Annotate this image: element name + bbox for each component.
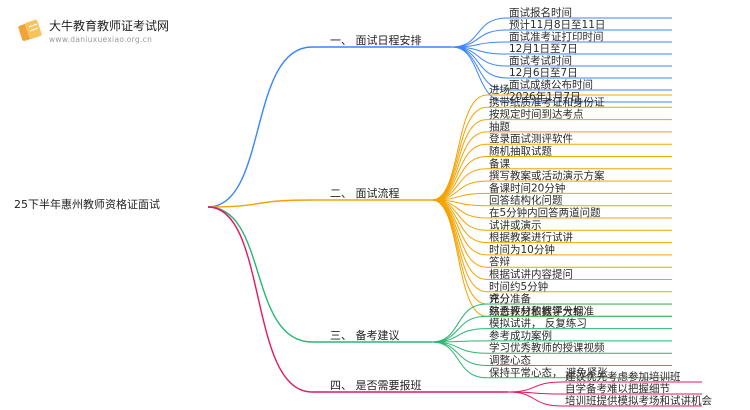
- leaf-label: 自学备考难以把握细节: [565, 382, 670, 395]
- branch-label: 二、 面试流程: [330, 186, 400, 200]
- leaf-connector: [431, 106, 488, 201]
- leaf-label: 调整心态: [489, 354, 531, 367]
- branch-connector: [207, 199, 313, 208]
- leaf-label: 根据教案进行试讲: [489, 231, 573, 244]
- leaf-connector: [431, 199, 488, 231]
- leaf-label: 学习优秀教师的授课视频: [489, 341, 605, 354]
- leaf-connector: [431, 199, 488, 256]
- leaf-label: 面试准考证打印时间: [509, 30, 604, 43]
- leaf-connector: [451, 46, 508, 103]
- leaf-connector: [431, 341, 488, 354]
- leaf-label: 备课时间20分钟: [489, 181, 565, 194]
- leaf-label: 在5分钟内回答两道问题: [489, 206, 601, 219]
- leaf-label: 评分: [489, 293, 510, 305]
- branch-connector: [207, 206, 313, 393]
- branch-connector: [207, 206, 313, 343]
- leaf-label: 预计11月8日至11日: [509, 18, 605, 31]
- leaf-label: 面试成绩公布时间: [509, 78, 593, 91]
- leaf-label: 时间约5分钟: [489, 280, 548, 293]
- leaf-label: 回答结构化问题: [489, 194, 563, 207]
- leaf-label: 面试考试时间: [509, 54, 572, 67]
- leaf-label: 试讲或演示: [489, 218, 542, 231]
- connector-lines: [207, 17, 702, 407]
- leaf-label: 熟悉教材和教学大纲: [489, 304, 584, 317]
- branch-label: 四、 是否需要报班: [330, 378, 422, 392]
- leaf-label: 根据试讲内容提问: [489, 268, 573, 281]
- leaf-connector: [431, 341, 488, 379]
- leaf-connector: [431, 199, 488, 317]
- logo-title: 大牛教育教师证考试网: [49, 18, 169, 33]
- leaf-label: 2026年1月7日: [509, 90, 581, 103]
- branch-connector: [207, 46, 313, 208]
- leaf-connector: [431, 143, 488, 201]
- book-logo-icon: [18, 19, 42, 41]
- leaf-label: 充分准备: [489, 292, 531, 305]
- leaf-label: 登录面试测评软件: [489, 132, 573, 145]
- leaf-label: 培训班提供模拟考场和试讲机会: [565, 394, 712, 407]
- leaf-connector: [431, 119, 488, 201]
- leaf-label: 按规定时间到达考点: [489, 108, 584, 121]
- leaf-label: 答辩: [489, 255, 510, 268]
- branch-label: 三、 备考建议: [330, 328, 400, 342]
- leaf-connector: [451, 46, 508, 79]
- logo: 大牛教育教师证考试网 www.daniuxuexiao.org.cn: [18, 18, 169, 44]
- leaf-label: 携带纸质准考证和身份证: [489, 95, 605, 108]
- leaf-connector: [431, 131, 488, 201]
- leaf-label: 参考成功案例: [489, 329, 552, 342]
- leaf-label: 12月6日至7日: [509, 67, 578, 79]
- leaf-label: 进场: [489, 83, 510, 96]
- leaf-label: 面试报名时间: [509, 6, 572, 19]
- leaf-label: 随机抽取试题: [489, 145, 552, 158]
- leaf-label: 12月1日至7日: [509, 43, 578, 55]
- leaf-label: 综合评分依据评分标准: [489, 304, 594, 317]
- leaf-connector: [507, 391, 564, 407]
- leaf-label: 建议优先考虑参加培训班: [565, 370, 681, 383]
- leaf-label: 抽题: [489, 120, 510, 133]
- branch-label: 一、 面试日程安排: [330, 33, 422, 47]
- leaf-label: 撰写教案或活动演示方案: [489, 169, 605, 182]
- root-topic: 25下半年惠州教师资格证面试: [14, 197, 160, 211]
- leaf-connector: [431, 303, 488, 343]
- leaf-connector: [431, 94, 488, 201]
- leaf-label: 时间为10分钟: [489, 243, 555, 256]
- leaf-label: 模拟试讲， 反复练习: [489, 317, 587, 330]
- leaf-connector: [431, 328, 488, 343]
- leaf-label: 备课: [489, 157, 510, 170]
- leaf-connector: [507, 381, 564, 393]
- logo-url: www.daniuxuexiao.org.cn: [49, 35, 152, 44]
- leaf-connector: [431, 168, 488, 201]
- nodes: 一、 面试日程安排 面试报名时间预计11月8日至11日面试准考证打印时间12月1日…: [330, 6, 712, 407]
- leaf-connector: [431, 199, 488, 280]
- leaf-label: 保持平常心态， 避免紧张: [489, 366, 608, 379]
